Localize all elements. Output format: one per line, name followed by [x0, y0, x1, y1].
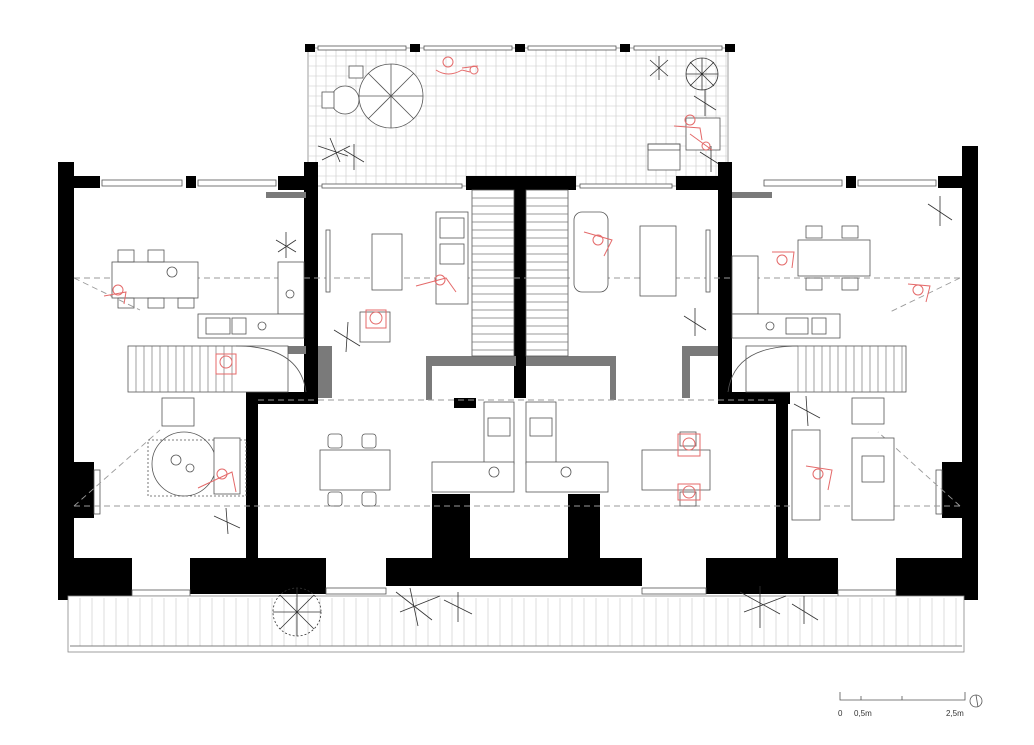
north-arrow-icon: [969, 694, 983, 708]
exterior-walls: [58, 146, 978, 600]
plants-balcony: [272, 586, 819, 637]
kitchen-left: [197, 261, 305, 339]
scale-label-mid: 0,5m: [854, 709, 872, 718]
living-center-left: [325, 211, 469, 343]
interior-walls: [246, 186, 790, 564]
kitchen-center: [431, 401, 609, 493]
scale-label-end: 2,5m: [946, 709, 964, 718]
stair-center-left: [471, 189, 515, 357]
scale-label-start: 0: [838, 709, 843, 718]
dining-center-right: [641, 431, 711, 507]
plants-interior: [213, 196, 953, 535]
stair-left: [127, 345, 307, 393]
plant-terrace-1: [317, 56, 723, 172]
stair-right: [727, 345, 907, 393]
parasol: [321, 63, 424, 129]
living-left: [147, 397, 247, 497]
stair-center-right: [525, 189, 569, 357]
balcony: [67, 595, 965, 653]
kitchen-right: [731, 255, 841, 339]
dining-center-left: [319, 433, 391, 507]
people: [103, 231, 931, 501]
scale-bar: 0 0,5m 2,5m: [838, 692, 966, 718]
person-terrace: [435, 56, 713, 151]
living-center-right: [573, 211, 711, 297]
living-right: [791, 397, 895, 521]
dining-table-right: [797, 225, 871, 291]
lounge-chair: [647, 117, 721, 171]
